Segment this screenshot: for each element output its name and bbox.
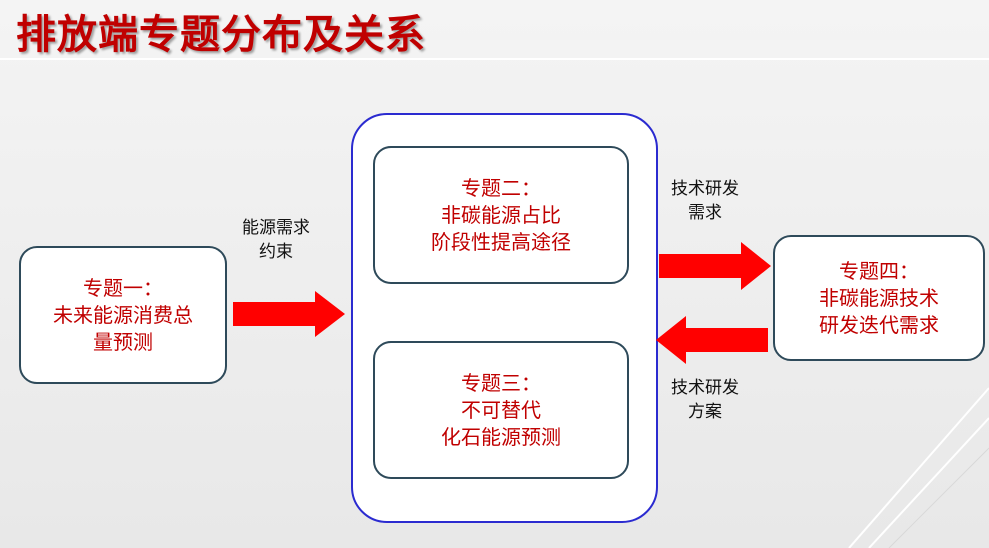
topic-1-box: 专题一： 未来能源消费总 量预测 [19,246,227,384]
right-arrow-icon [659,242,771,290]
topic-3-box: 专题三： 不可替代 化石能源预测 [373,341,629,479]
arrow-label-energy-constraint: 能源需求 约束 [242,218,310,262]
left-arrow-icon [656,316,768,364]
arrow-label-tech-solution: 技术研发 方案 [671,378,739,422]
page-title: 排放端专题分布及关系 [16,12,426,58]
arrow-label-tech-demand: 技术研发 需求 [671,179,739,223]
topic-4-box: 专题四： 非碳能源技术 研发迭代需求 [773,235,985,361]
topic-2-box: 专题二： 非碳能源占比 阶段性提高途径 [373,146,629,284]
title-divider [0,58,989,60]
decorative-lines [848,387,989,548]
right-arrow-icon [233,291,345,337]
